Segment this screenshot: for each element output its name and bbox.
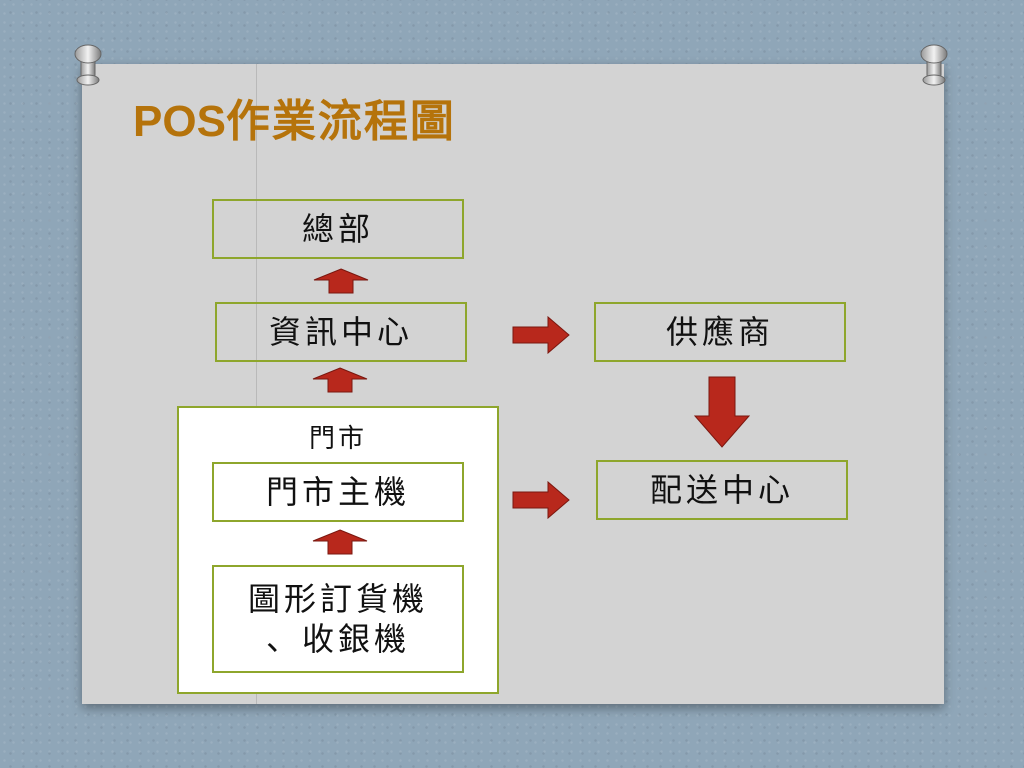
pushpin-icon [74, 44, 102, 86]
node-terminal-line2: 、收銀機 [265, 620, 410, 658]
arrow-up-icon [313, 268, 369, 294]
arrow-down-icon [694, 376, 750, 448]
arrow-right-icon [512, 481, 570, 519]
node-supplier: 供應商 [594, 302, 846, 362]
node-distribution-center: 配送中心 [596, 460, 848, 520]
page-title: POS作業流程圖 [133, 92, 456, 152]
node-store-host: 門市主機 [212, 462, 464, 522]
node-info-center-label: 資訊中心 [268, 313, 413, 351]
arrow-up-icon [312, 529, 368, 555]
node-info-center: 資訊中心 [215, 302, 467, 362]
node-terminal-line1: 圖形訂貨機 [247, 580, 428, 618]
title-latin: POS [133, 97, 226, 146]
node-store-host-label: 門市主機 [265, 473, 410, 511]
node-distribution-label: 配送中心 [649, 471, 794, 509]
arrow-right-icon [512, 316, 570, 354]
arrow-up-icon [312, 367, 368, 393]
node-ordering-terminal-pos: 圖形訂貨機 、收銀機 [212, 565, 464, 673]
title-cjk: 作業流程圖 [225, 96, 456, 147]
notebook-margin-line [256, 64, 257, 704]
node-headquarters: 總部 [212, 199, 464, 259]
node-supplier-label: 供應商 [665, 313, 774, 351]
node-headquarters-label: 總部 [301, 210, 374, 248]
store-group-label: 門市 [308, 424, 367, 454]
pushpin-icon [920, 44, 948, 86]
